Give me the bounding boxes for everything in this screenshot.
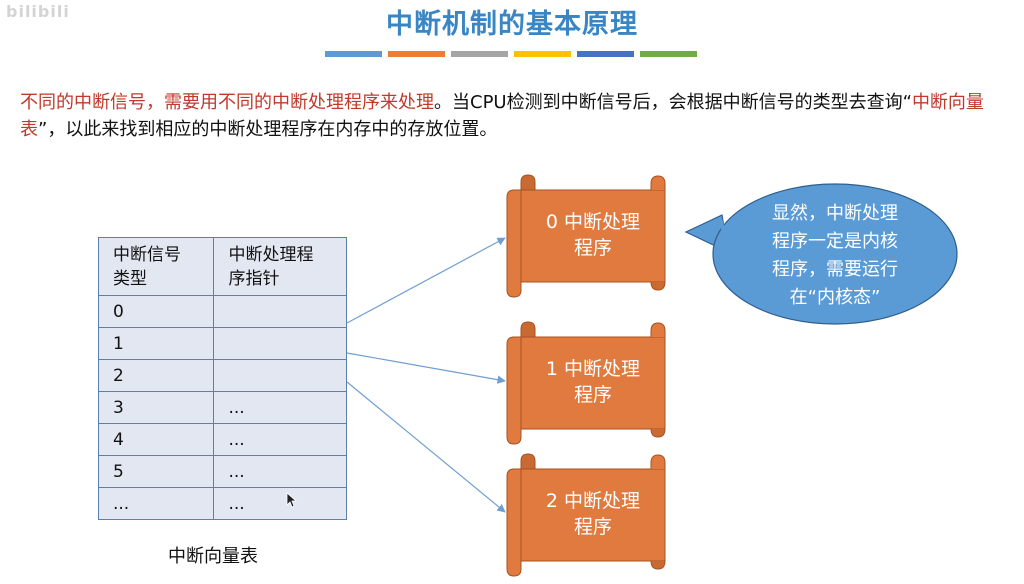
pointer-cell — [213, 359, 347, 392]
interrupt-vector-table: 中断信号类型 中断处理程序指针 0 1 2 3 ... 4 ... 5 ... — [97, 237, 347, 520]
signal-type-cell: 2 — [97, 359, 215, 392]
arrow-to-handler-2 — [346, 381, 506, 513]
handler-label-2: 2 中断处理 程序 — [518, 488, 668, 540]
stripe-green — [640, 51, 697, 57]
signal-type-cell: 3 — [97, 391, 215, 424]
watermark-logo: bilibili — [6, 2, 70, 21]
handler-label-0-line2: 程序 — [573, 237, 612, 259]
pointer-cell: ... — [213, 487, 347, 520]
table-row: 0 — [97, 295, 347, 328]
stripe-dark-blue — [577, 51, 634, 57]
title-underline-stripes — [325, 51, 697, 57]
handler-label-2-line2: 程序 — [573, 516, 612, 538]
handler-label-0-line1: 0 中断处理 — [545, 211, 641, 233]
pointer-cell — [213, 327, 347, 360]
slide-title: 中断机制的基本原理 — [386, 9, 638, 40]
table-row: 1 — [97, 327, 347, 360]
callout-bubble — [684, 183, 958, 325]
signal-type-cell: 0 — [97, 295, 215, 328]
intro-paragraph: 不同的中断信号，需要用不同的中断处理程序来处理。当CPU检测到中断信号后，会根据… — [20, 89, 1020, 143]
signal-type-cell: 4 — [97, 423, 215, 456]
pointer-cell: ... — [213, 455, 347, 488]
intro-quote-open: “ — [902, 92, 912, 113]
table-caption: 中断向量表 — [168, 546, 258, 567]
intro-highlight-2: 中断向量表 — [20, 92, 984, 140]
handler-scroll-0 — [506, 174, 666, 298]
handler-scroll-1 — [506, 321, 666, 445]
intro-text-1: 。当CPU检测到中断信号后，会根据中断信号的类型去查询 — [434, 92, 903, 113]
stripe-gray — [451, 51, 508, 57]
handler-scroll-2 — [506, 453, 666, 577]
intro-highlight-1: 不同的中断信号，需要用不同的中断处理程序来处理 — [20, 92, 434, 113]
table-row: 2 — [97, 359, 347, 392]
handler-label-2-line1: 2 中断处理 — [545, 490, 641, 512]
stripe-yellow — [514, 51, 571, 57]
table-header-row: 中断信号类型 中断处理程序指针 — [97, 237, 347, 296]
signal-type-cell: 5 — [97, 455, 215, 488]
signal-type-cell: 1 — [97, 327, 215, 360]
table-row: 3 ... — [97, 391, 347, 424]
table-row: 4 ... — [97, 423, 347, 456]
signal-type-cell: ... — [97, 487, 215, 520]
mouse-cursor-icon — [286, 492, 298, 508]
pointer-cell — [213, 295, 347, 328]
table-row: ... ... — [97, 487, 347, 520]
header-signal-type: 中断信号类型 — [97, 237, 215, 296]
handler-label-1-line2: 程序 — [573, 384, 612, 406]
handler-label-1: 1 中断处理 程序 — [518, 356, 668, 408]
stripe-blue — [325, 51, 382, 57]
handler-label-1-line1: 1 中断处理 — [545, 358, 641, 380]
pointer-cell: ... — [213, 423, 347, 456]
handler-label-0: 0 中断处理 程序 — [518, 209, 668, 261]
arrow-to-handler-0 — [346, 237, 506, 324]
intro-text-2: ，以此来找到相应的中断处理程序在内存中的存放位置。 — [47, 119, 498, 140]
header-handler-pointer: 中断处理程序指针 — [213, 237, 347, 296]
callout-line-4: 在“内核态” — [789, 287, 881, 308]
pointer-cell: ... — [213, 391, 347, 424]
table-row: 5 ... — [97, 455, 347, 488]
callout-line-1: 显然，中断处理 — [772, 203, 898, 224]
callout-line-2: 程序一定是内核 — [772, 231, 898, 252]
callout-text: 显然，中断处理 程序一定是内核 程序，需要运行 在“内核态” — [740, 200, 930, 312]
intro-quote-close: ” — [38, 119, 48, 140]
header-handler-pointer-text: 中断处理程序指针 — [228, 244, 314, 289]
stripe-orange — [388, 51, 445, 57]
arrow-to-handler-1 — [346, 352, 506, 384]
header-signal-type-text: 中断信号类型 — [113, 244, 181, 289]
callout-line-3: 程序，需要运行 — [772, 259, 898, 280]
